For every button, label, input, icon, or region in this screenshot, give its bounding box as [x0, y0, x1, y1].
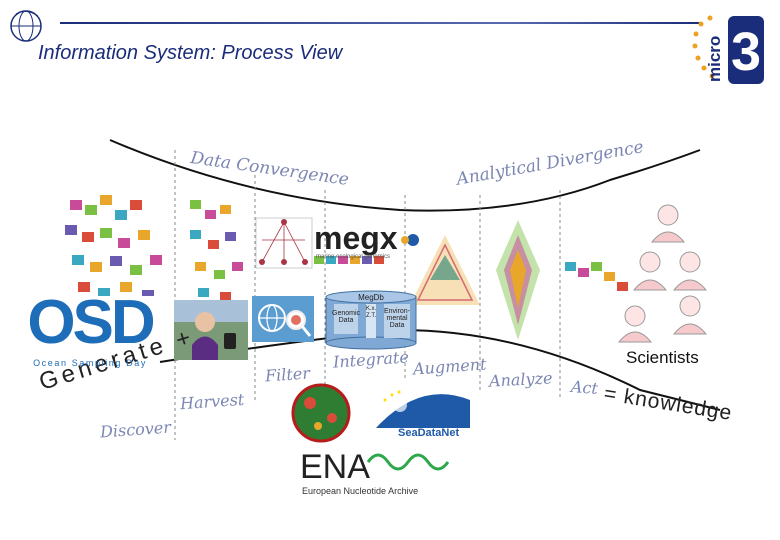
scientist-figures [617, 204, 708, 343]
divergence-diamond [496, 220, 540, 340]
ena-dna-wave [366, 453, 450, 471]
ena-logo-text: ENA [300, 448, 370, 486]
megdb-label: MegDb [358, 293, 384, 302]
integrated-pyramid [410, 235, 480, 305]
megx-network-graphic [255, 217, 313, 269]
page-title: Information System: Process View [38, 42, 343, 64]
osd-logo-text: OSD [27, 288, 155, 357]
micro3-digit: 3 [731, 22, 761, 82]
web-search-icon [252, 296, 314, 342]
megx-caption: marine ecological genomics [316, 254, 391, 260]
output-blocks [565, 262, 628, 291]
upper-funnel-curve [109, 139, 701, 212]
micro3-logo: 3 micro [690, 10, 770, 90]
scientists-label: Scientists [626, 348, 699, 367]
megx-dot-icon [401, 236, 409, 244]
osd-logo-bg [26, 296, 154, 360]
header-rule [60, 22, 700, 24]
phase-act: Act [570, 377, 599, 398]
megdb-environmental-label: Environ-mental Data [383, 308, 411, 329]
osd-caption: Ocean Sampling Day [33, 358, 147, 368]
megdb-genomic-label: Genomic Data [332, 310, 361, 324]
seadatanet-logo-graphic [376, 390, 470, 428]
phase-analyze: Analyze [488, 368, 553, 391]
megdb-cylinder [325, 290, 417, 350]
seadatanet-logo-text: SeaDataNet [398, 427, 460, 439]
header-logo-left [6, 6, 46, 46]
scientist-icon [632, 251, 668, 291]
micro3-text: micro [705, 36, 724, 82]
eu-stars-icon [692, 15, 715, 79]
phase-filter: Filter [264, 363, 311, 386]
phase-dividers [174, 150, 561, 440]
megx-color-bar [314, 256, 384, 264]
globe-icon [10, 10, 42, 42]
scientist-icon [617, 305, 653, 343]
source-data-blocks [65, 195, 243, 301]
scientist-icon [672, 251, 708, 291]
pathogen-logo [291, 383, 351, 443]
ena-caption: European Nucleotide Archive [302, 486, 419, 496]
researcher-photo [174, 300, 248, 360]
digit-three-badge [728, 16, 764, 84]
lower-funnel-curve [159, 328, 721, 411]
megx-dot-icon [407, 234, 419, 246]
megx-logo-text: megx [314, 220, 398, 256]
scientist-icon [650, 204, 686, 243]
scientist-icon [672, 295, 708, 335]
megdb-contextual-label: K.x.Z.T. [365, 306, 377, 319]
